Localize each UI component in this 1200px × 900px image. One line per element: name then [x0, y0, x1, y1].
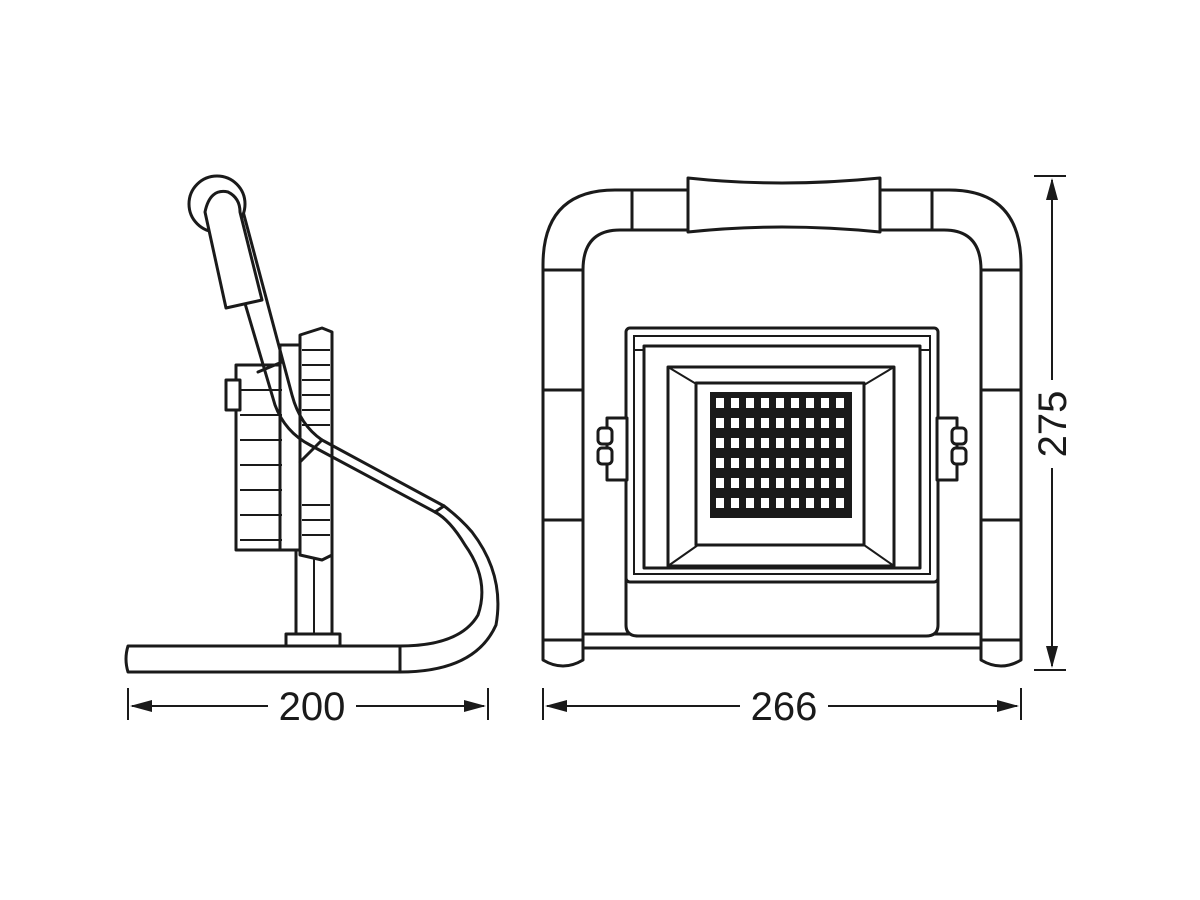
led-dot	[761, 398, 769, 408]
led-dot	[806, 418, 814, 428]
led-dot	[746, 438, 754, 448]
led-dot	[716, 458, 724, 468]
led-dot	[716, 498, 724, 508]
led-dot	[821, 498, 829, 508]
led-dot	[806, 458, 814, 468]
led-dot	[836, 458, 844, 468]
led-dot	[716, 478, 724, 488]
dimension-height: 275	[1031, 175, 1075, 671]
led-dot	[836, 498, 844, 508]
led-dot	[821, 398, 829, 408]
led-dot	[821, 478, 829, 488]
led-dot	[791, 458, 799, 468]
led-dot	[776, 398, 784, 408]
led-dot	[761, 458, 769, 468]
led-dot	[836, 418, 844, 428]
left-knob	[596, 416, 629, 482]
front-lamp-housing	[624, 326, 940, 584]
height-label: 275	[1031, 391, 1075, 458]
led-dot	[746, 458, 754, 468]
led-dot	[731, 458, 739, 468]
side-view	[124, 174, 500, 674]
led-dot	[731, 398, 739, 408]
side-handle	[187, 174, 500, 674]
led-dot	[761, 438, 769, 448]
led-dot	[836, 438, 844, 448]
handle-grip	[686, 176, 882, 234]
led-dot	[746, 418, 754, 428]
led-dot	[716, 438, 724, 448]
side-width-label: 200	[279, 685, 346, 729]
led-dot	[821, 438, 829, 448]
led-dot	[791, 498, 799, 508]
led-dot	[776, 498, 784, 508]
dimension-front-width: 266	[542, 685, 1022, 729]
led-dot	[761, 478, 769, 488]
led-dot	[791, 418, 799, 428]
led-dot	[761, 418, 769, 428]
led-dot	[806, 398, 814, 408]
led-dot	[776, 458, 784, 468]
led-dot	[791, 478, 799, 488]
led-dot	[731, 418, 739, 428]
led-panel	[710, 392, 852, 518]
led-dot	[806, 438, 814, 448]
led-dot	[836, 478, 844, 488]
right-knob	[935, 416, 968, 482]
led-dot	[746, 398, 754, 408]
led-dot	[836, 398, 844, 408]
side-lamp-body	[224, 326, 334, 562]
front-view	[541, 176, 1023, 668]
front-width-label: 266	[751, 685, 818, 729]
led-dot	[791, 398, 799, 408]
led-dot	[791, 438, 799, 448]
led-dot	[716, 418, 724, 428]
led-dot	[731, 478, 739, 488]
led-dot	[746, 498, 754, 508]
led-dot	[776, 478, 784, 488]
led-dot	[821, 458, 829, 468]
led-dot	[746, 478, 754, 488]
led-dot	[776, 418, 784, 428]
led-dot	[806, 498, 814, 508]
led-dot	[761, 498, 769, 508]
led-dot	[731, 438, 739, 448]
led-dot	[806, 478, 814, 488]
led-dot	[776, 438, 784, 448]
led-dot	[731, 498, 739, 508]
led-dot	[716, 398, 724, 408]
led-dot	[821, 418, 829, 428]
dimension-side-width: 200	[127, 685, 489, 729]
